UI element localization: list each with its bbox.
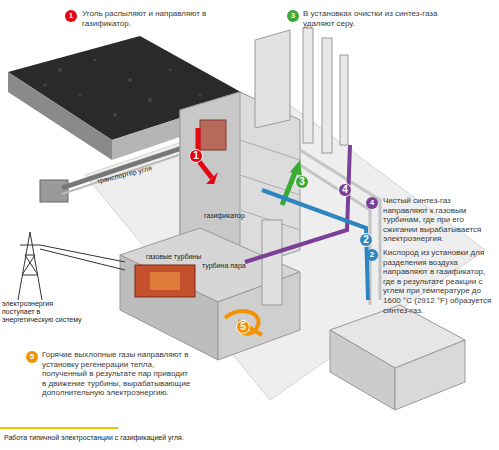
callout-digit: 2 — [363, 235, 369, 245]
coal-texture — [44, 59, 202, 118]
part-label: газификатор — [204, 212, 245, 220]
conveyor-belt — [62, 148, 200, 194]
callout-digit: 2 — [370, 251, 374, 259]
callout-number: 2 — [366, 249, 378, 261]
callout-number: 1 — [65, 10, 77, 22]
gasifier-unit — [200, 120, 226, 150]
part-label: электроэнергия поступает в энергетическу… — [2, 300, 84, 324]
callout-digit: 3 — [291, 12, 295, 20]
air-separation-wall — [330, 330, 395, 410]
callout-digit: 3 — [299, 177, 305, 187]
callout-text: В установках очистки из синтез-газа удал… — [303, 9, 443, 28]
callout-number: 5 — [26, 351, 38, 363]
callout-text: Чистый синтез-газ направляют к газовым т… — [383, 196, 497, 244]
callout-number: 2 — [359, 233, 373, 247]
arrow-head — [290, 160, 302, 176]
conveyor-belt — [62, 142, 200, 188]
stack — [340, 55, 348, 145]
conveyor-housing — [40, 180, 68, 202]
caption: Работа типичной электростанции с газифик… — [4, 434, 184, 441]
exhaust-stack — [262, 220, 282, 305]
turbine-hall-wall — [218, 272, 300, 360]
part-label: турбина пара — [202, 262, 246, 270]
callout-number: 1 — [189, 149, 203, 163]
part-label: газовые турбины — [146, 253, 201, 261]
callout-digit: 5 — [240, 322, 246, 332]
stack — [322, 38, 332, 153]
callout-number: 5 — [236, 320, 250, 334]
callout-digit: 4 — [370, 199, 374, 207]
cleaning-unit — [255, 30, 290, 128]
building-floors — [240, 140, 300, 230]
callout-number: 4 — [366, 197, 378, 209]
callout-text: Кислород из установки для разделения воз… — [383, 248, 497, 315]
callout-number: 3 — [295, 175, 309, 189]
callout-digit: 1 — [193, 151, 199, 161]
heat-stream — [225, 311, 262, 335]
stack — [303, 28, 313, 143]
transmission-tower — [18, 232, 125, 300]
arrow-head — [206, 172, 218, 184]
callout-digit: 1 — [69, 12, 73, 20]
part-label: транспортер угля — [96, 164, 153, 185]
callout-number: 4 — [338, 183, 352, 197]
coal-pile-side — [8, 72, 112, 160]
callout-text: Горячие выхлопные газы направляют в уста… — [42, 350, 192, 398]
gas-turbine — [150, 272, 180, 290]
callout-digit: 5 — [30, 353, 34, 361]
caption-rule — [0, 427, 118, 429]
air-separation-wall — [395, 340, 465, 410]
callout-number: 3 — [287, 10, 299, 22]
turbine-hall-wall — [120, 255, 218, 360]
callout-text: Уголь распыляют и направляют в газификат… — [82, 9, 207, 28]
oxygen-stream — [262, 190, 368, 300]
gas-turbine — [135, 265, 195, 297]
callout-digit: 4 — [342, 185, 348, 195]
